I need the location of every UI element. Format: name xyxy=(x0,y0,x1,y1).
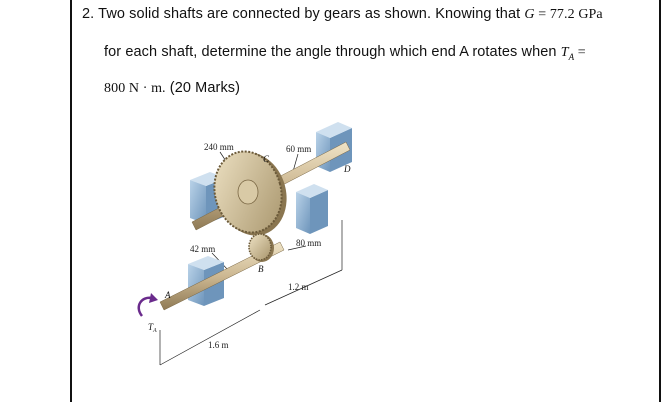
t-symbol: T xyxy=(560,45,569,60)
dim-16: 1.6 m xyxy=(208,340,229,350)
gear-c xyxy=(213,150,287,236)
g-value: = 77.2 GPa xyxy=(534,7,603,22)
label-c: C xyxy=(263,154,270,164)
label-ta: TA xyxy=(148,322,157,334)
shaft-ab xyxy=(159,241,285,311)
label-b: B xyxy=(258,264,264,274)
g-symbol: G xyxy=(524,7,535,22)
right-border xyxy=(659,0,661,402)
question-text-1: 2. Two solid shafts are connected by gea… xyxy=(82,6,525,22)
question-text-2: for each shaft, determine the angle thro… xyxy=(104,44,561,60)
dim-42: 42 mm xyxy=(190,244,215,254)
torque-value: 800 N · m. xyxy=(104,81,166,96)
dim-12: 1.2 m xyxy=(288,282,309,292)
dim-240: 240 mm xyxy=(204,142,234,152)
question-line-1: 2. Two solid shafts are connected by gea… xyxy=(82,6,603,23)
label-a: A xyxy=(164,290,171,300)
dim-80: 80 mm xyxy=(296,238,321,248)
marks-text: (20 Marks) xyxy=(165,80,241,96)
gear-shaft-figure: 240 mm 60 mm 42 mm 80 mm 1.2 m 1.6 m C D… xyxy=(137,122,352,366)
dim-60: 60 mm xyxy=(286,144,311,154)
question-line-2: for each shaft, determine the angle thro… xyxy=(104,44,586,62)
t-equals: = xyxy=(574,45,586,60)
question-line-3: 800 N · m. (20 Marks) xyxy=(104,80,240,97)
t-subscript: A xyxy=(568,51,575,62)
left-border xyxy=(70,0,72,402)
label-d: D xyxy=(343,164,351,174)
gear-b xyxy=(248,233,274,262)
torque-arrow xyxy=(137,296,153,317)
bearing-right xyxy=(296,184,328,234)
